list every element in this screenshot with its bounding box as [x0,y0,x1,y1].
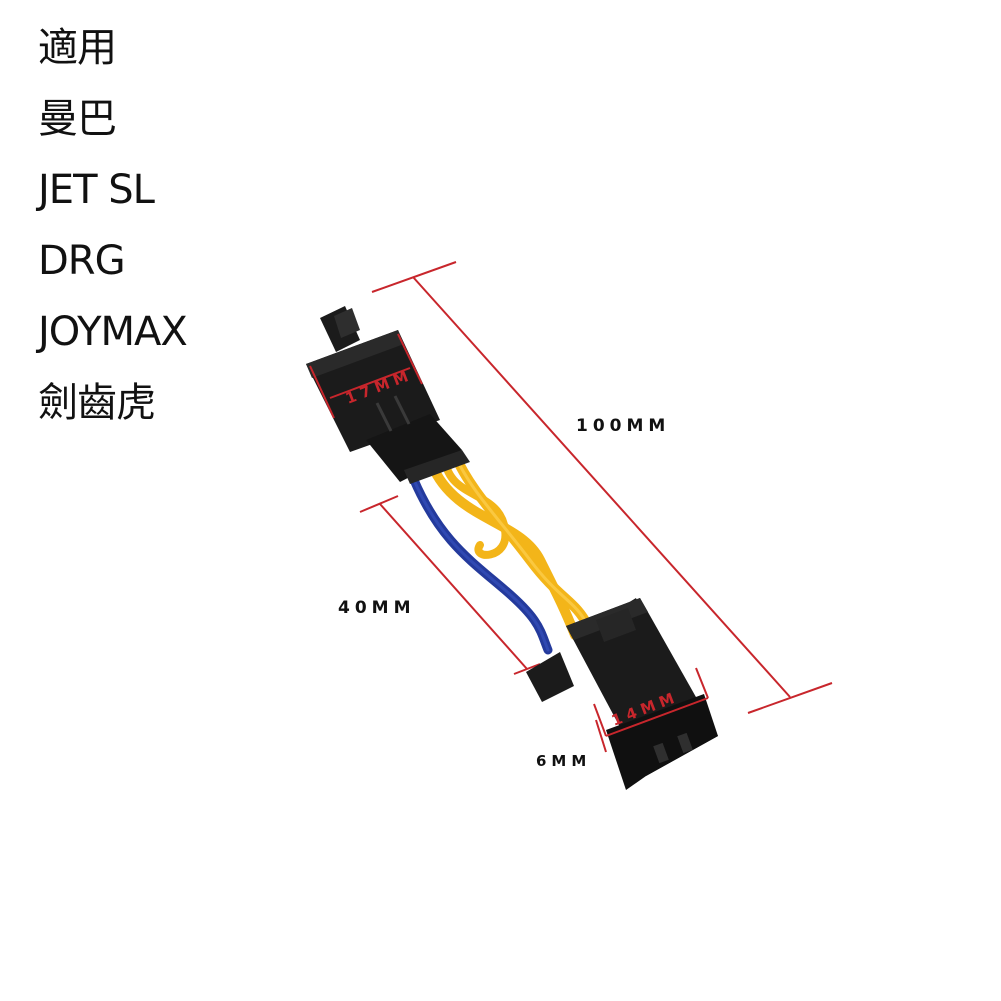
dimension-14mm-bracket [593,667,709,737]
connector-a [306,306,470,484]
compatibility-model-sabertooth: 劍齒虎 [38,380,156,426]
connector-b-collar [596,608,636,642]
compatibility-model-joymax: JOYMAX [38,309,188,355]
wire-length-label: 40MM [338,598,416,618]
dimension-6mm [595,719,607,753]
dimension-40mm [359,495,541,675]
connector-a-top [306,330,404,378]
dimension-100mm [371,261,833,714]
wire-yellow-1 [427,460,580,640]
connector-b-pin-slot-2 [677,732,693,754]
compatibility-list: 適用 曼巴 JET SL DRG JOYMAX 劍齒虎 [38,22,188,448]
compatibility-model-manba: 曼巴 [38,96,117,142]
connector-b-face [606,694,718,790]
dimension-17mm [309,333,423,419]
compatibility-model-jet-sl: JET SL [38,167,155,213]
connector-depth-label: 6MM [536,752,591,770]
compatibility-heading: 適用 [38,25,117,71]
wires [409,450,593,655]
connector-a-front [404,450,470,484]
connector-b-pin-slot-1 [653,742,669,764]
total-length-label: 100MM [576,416,670,436]
compatibility-model-drg: DRG [38,238,126,284]
connector-b [526,598,718,790]
connector-a-tab [334,308,360,338]
connector-b-flange-left [526,652,574,702]
